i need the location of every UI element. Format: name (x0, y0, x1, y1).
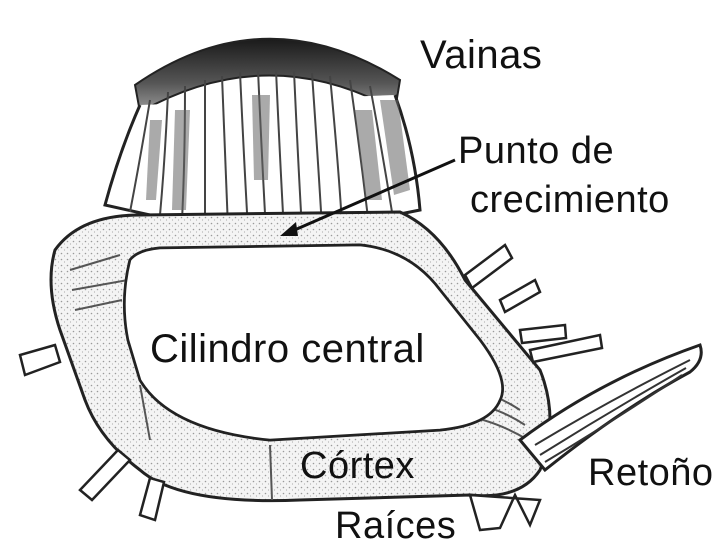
root-right-2 (500, 280, 540, 312)
label-sheaths: Vainas (420, 33, 542, 77)
sheaths-structure (105, 39, 420, 232)
root-right-1 (465, 245, 512, 288)
label-shoot: Retoño (588, 452, 714, 494)
label-growth-point-line2: crecimiento (470, 179, 670, 221)
root-bottom-left (140, 478, 164, 520)
label-growth-point-line1: Punto de (458, 130, 614, 172)
root-left-lower (80, 450, 130, 500)
label-central-cylinder: Cilindro central (150, 327, 425, 371)
label-cortex: Córtex (300, 445, 415, 487)
root-right-3 (520, 325, 566, 343)
root-left-upper (20, 345, 60, 375)
root-bottom-cluster (470, 495, 540, 530)
label-roots: Raíces (335, 505, 456, 547)
